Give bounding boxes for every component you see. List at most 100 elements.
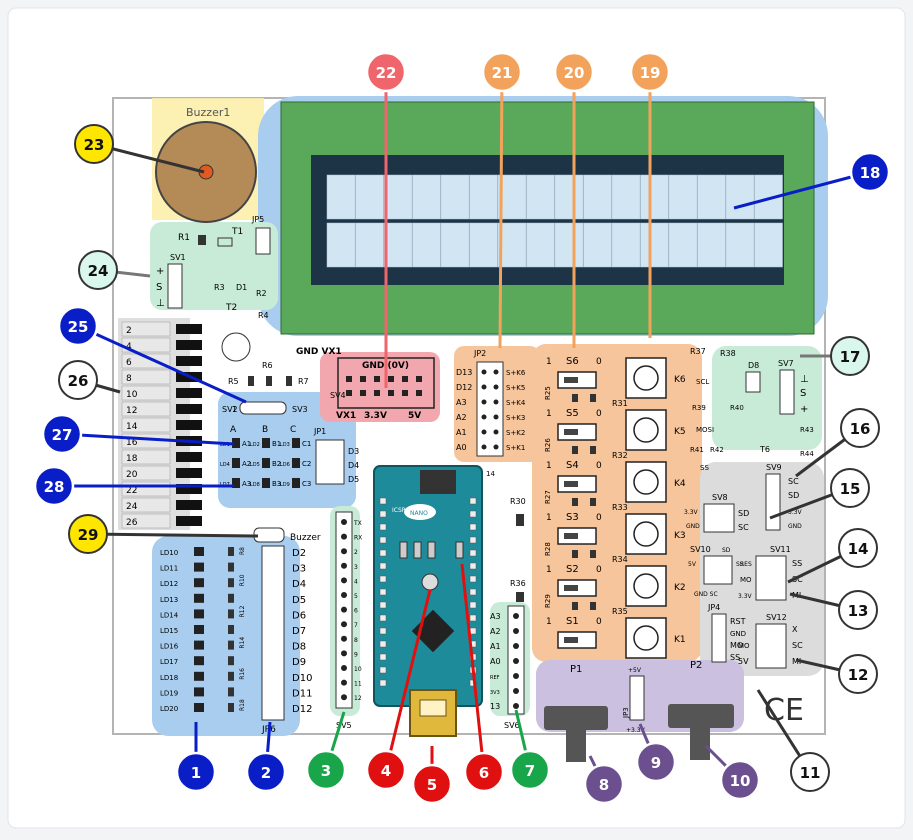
marker-number: 13 bbox=[848, 602, 869, 620]
abc-ld-label: LD8 bbox=[250, 482, 260, 488]
abc-ld-label: LD1 bbox=[220, 442, 230, 448]
nano-pin bbox=[469, 497, 477, 505]
switch-one: 1 bbox=[546, 357, 552, 367]
jp2-pin bbox=[493, 384, 499, 390]
marker-circle bbox=[481, 51, 523, 93]
nano-pin bbox=[379, 575, 387, 583]
jp2-pin bbox=[481, 429, 487, 435]
leader-line bbox=[460, 563, 486, 773]
sv5-pin bbox=[341, 694, 347, 701]
d-pin-label: D4 bbox=[292, 579, 306, 590]
marker-number: 2 bbox=[261, 764, 271, 782]
abc-row-label: C3 bbox=[302, 480, 311, 488]
d-pin-label: D5 bbox=[292, 595, 306, 606]
jp2-pin bbox=[481, 414, 487, 420]
d-pin-label: D7 bbox=[292, 626, 306, 637]
key-label: K3 bbox=[674, 531, 686, 541]
strip-pad bbox=[121, 369, 171, 385]
marker-number: 20 bbox=[564, 64, 585, 82]
sv12-label: SV12 bbox=[766, 613, 787, 622]
sv7-pin-1: ⊥ bbox=[800, 374, 809, 385]
marker-circle bbox=[41, 413, 83, 455]
sv4-pin bbox=[416, 376, 422, 382]
marker-circle bbox=[629, 51, 671, 93]
lcd-cell bbox=[554, 174, 584, 220]
abc-led bbox=[292, 438, 300, 448]
strip-pad bbox=[121, 385, 171, 401]
marker-number: 22 bbox=[376, 64, 397, 82]
sv5-pin-label: 12 bbox=[354, 695, 362, 702]
jp2-label: JP2 bbox=[473, 349, 486, 358]
abc-led bbox=[292, 458, 300, 468]
marker-number: 26 bbox=[68, 372, 89, 390]
jp2-pin bbox=[493, 369, 499, 375]
lcd-cell bbox=[640, 174, 669, 220]
led-label: LD19 bbox=[160, 689, 178, 697]
nano-pin bbox=[469, 510, 477, 518]
marker-number: 12 bbox=[848, 666, 869, 684]
nano-reset-button bbox=[421, 573, 439, 591]
sv10-pin-1: SD bbox=[722, 547, 731, 554]
nano-pin bbox=[469, 536, 477, 544]
sv6-pin bbox=[513, 643, 519, 649]
sv10-pin-4: GND SC bbox=[694, 591, 718, 598]
switch-resistor bbox=[572, 498, 578, 506]
r5-label: R5 bbox=[228, 377, 239, 386]
r1-part bbox=[198, 235, 206, 245]
sv7-pin-2: S bbox=[800, 388, 806, 399]
sv6-pin bbox=[513, 688, 519, 694]
marker-number: 21 bbox=[492, 64, 513, 82]
v33-label: 3.3V bbox=[364, 411, 387, 421]
switch-zero: 0 bbox=[596, 409, 602, 419]
abc-row-label: A1 bbox=[242, 440, 251, 448]
led-part bbox=[194, 656, 204, 666]
jp2-header bbox=[476, 361, 504, 457]
marker-circle bbox=[365, 51, 407, 93]
lcd-cell bbox=[355, 222, 384, 268]
sv4-pin bbox=[360, 390, 366, 396]
leader-line bbox=[384, 589, 432, 771]
nano-led-1 bbox=[399, 541, 408, 559]
abc-led bbox=[292, 478, 300, 488]
marker-number: 18 bbox=[860, 164, 881, 182]
lcd-cell bbox=[697, 222, 726, 268]
lcd-cell bbox=[326, 222, 356, 268]
scl-label: SCL bbox=[696, 378, 709, 386]
switch-label: S4 bbox=[566, 460, 579, 471]
key-label: K2 bbox=[674, 583, 686, 593]
sv12-pin-1: X bbox=[792, 625, 798, 634]
sv5-pin bbox=[341, 635, 347, 642]
t1-label: T1 bbox=[231, 227, 243, 237]
d-pin-label: D8 bbox=[292, 642, 306, 653]
nano-pin bbox=[469, 627, 477, 635]
led-resistor bbox=[228, 593, 234, 603]
strip-pin bbox=[176, 324, 202, 334]
sv6-pin bbox=[513, 658, 519, 664]
jp4-pin-2: GND bbox=[730, 630, 746, 638]
lcd-screen bbox=[326, 174, 783, 268]
r4-label: R4 bbox=[258, 311, 269, 320]
sv5-label: SV5 bbox=[336, 721, 352, 730]
jp3-33v: +3.3V bbox=[626, 727, 646, 734]
marker-circle bbox=[305, 749, 347, 791]
lcd-cell bbox=[583, 174, 612, 220]
leader-line bbox=[61, 432, 235, 446]
led-part bbox=[194, 609, 204, 619]
led-resistor bbox=[228, 656, 234, 666]
lcd-cell bbox=[355, 174, 384, 220]
r6-label: R6 bbox=[262, 361, 273, 370]
switch-knob bbox=[564, 429, 578, 435]
led-label: LD17 bbox=[160, 658, 178, 666]
sv7-label: SV7 bbox=[778, 359, 794, 368]
led-part bbox=[194, 593, 204, 603]
nano-led-3 bbox=[427, 541, 436, 559]
sv5-pin-label: 2 bbox=[354, 549, 358, 556]
jp2-left-label: D12 bbox=[456, 383, 472, 392]
lcd-cell bbox=[526, 222, 555, 268]
sv1-plus: + bbox=[156, 266, 164, 277]
sv8-left-2: GND bbox=[686, 523, 700, 530]
switch-zero: 0 bbox=[596, 357, 602, 367]
jp2-pin bbox=[481, 444, 487, 450]
lcd-cell bbox=[554, 222, 584, 268]
led-resistor-label: R8 bbox=[239, 547, 246, 555]
